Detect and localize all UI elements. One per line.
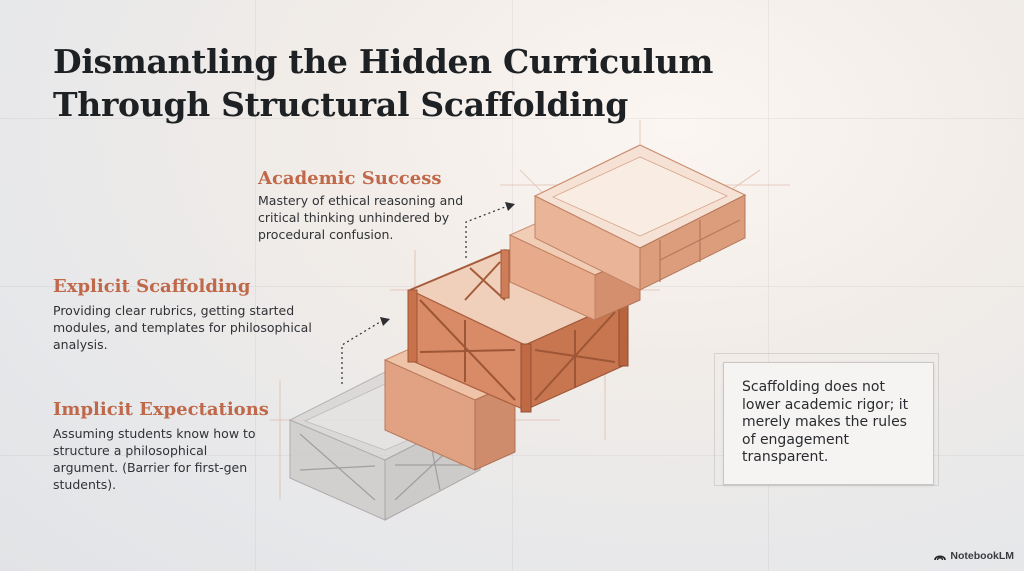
brand-mark: NotebookLM bbox=[934, 550, 1014, 562]
explicit-frame bbox=[407, 249, 629, 413]
arrow-head-icon bbox=[505, 202, 515, 211]
stage-label-academic-success: Academic Success bbox=[258, 168, 442, 189]
grid-line bbox=[255, 0, 256, 571]
note-frame bbox=[714, 353, 939, 486]
brand-name: NotebookLM bbox=[950, 550, 1014, 562]
page-title: Dismantling the Hidden Curriculum Throug… bbox=[53, 40, 713, 126]
title-line-2: Through Structural Scaffolding bbox=[53, 85, 628, 124]
stage-label-explicit-scaffolding: Explicit Scaffolding bbox=[53, 276, 251, 297]
title-line-1: Dismantling the Hidden Curriculum bbox=[53, 42, 714, 81]
stage-desc-explicit-scaffolding: Providing clear rubrics, getting started… bbox=[53, 303, 312, 352]
arrow-head-icon bbox=[380, 317, 390, 326]
note-card: Scaffolding does not lower academic rigo… bbox=[723, 362, 934, 485]
note-text: Scaffolding does not lower academic rigo… bbox=[742, 379, 909, 465]
progress-arrows bbox=[341, 206, 506, 384]
stage-label-implicit-expectations: Implicit Expectations bbox=[53, 399, 269, 420]
stage-desc-academic-success: Mastery of ethical reasoning and critica… bbox=[258, 193, 464, 242]
grid-line bbox=[768, 0, 769, 571]
grid-line bbox=[0, 455, 1024, 456]
success-platform bbox=[533, 144, 747, 291]
notebooklm-logo-icon bbox=[934, 555, 947, 561]
stage-desc-implicit-expectations: Assuming students know how to structure … bbox=[53, 426, 256, 492]
grid-line bbox=[0, 118, 1024, 119]
